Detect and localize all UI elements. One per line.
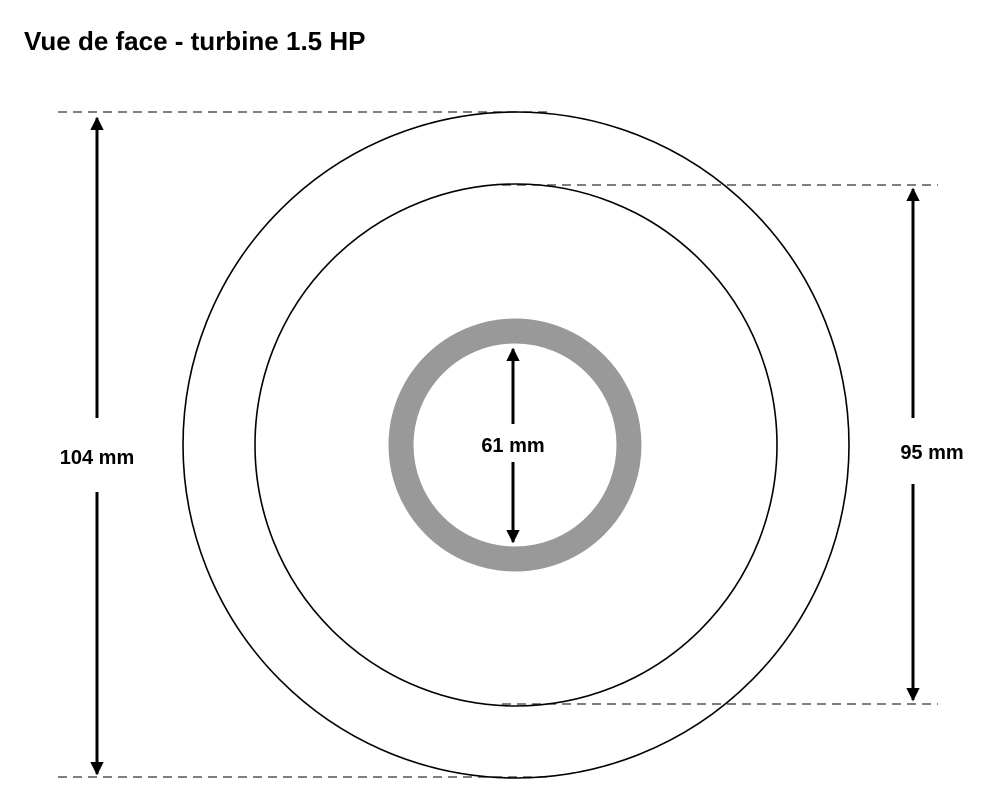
inner-diameter-label: 95 mm	[900, 442, 963, 464]
hub-ring	[388, 318, 642, 572]
page-title: Vue de face - turbine 1.5 HP	[24, 26, 366, 56]
outer-diameter-label: 104 mm	[60, 447, 135, 469]
hub-diameter-label: 61 mm	[481, 435, 544, 457]
inner-circle	[254, 183, 778, 707]
outer-circle	[182, 111, 850, 779]
